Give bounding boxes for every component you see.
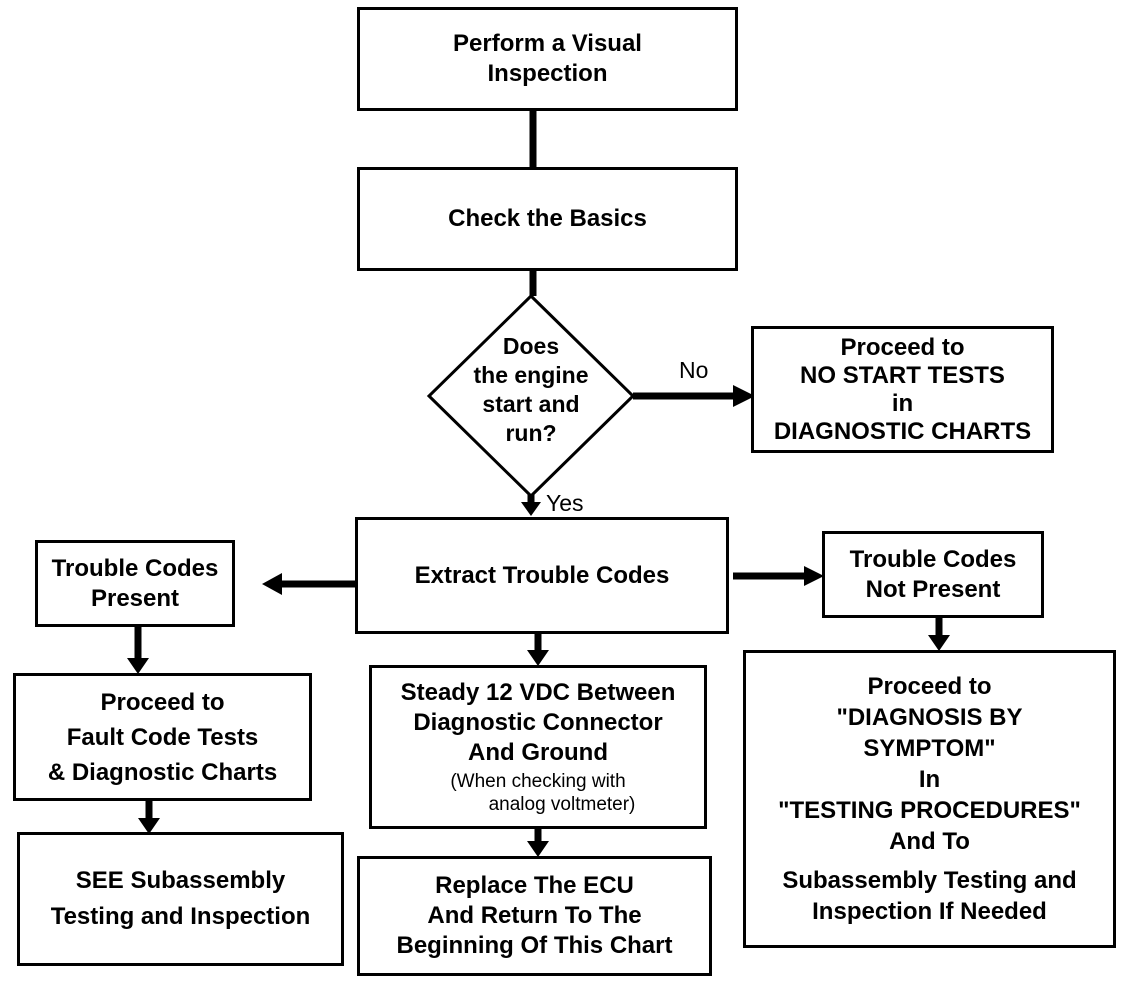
codes-not-present-line-1: Trouble Codes [849,545,1017,573]
codes-present-line-1: Trouble Codes [51,554,219,582]
symptom-line-8: Inspection If Needed [812,898,1047,925]
extract-codes-box: Extract Trouble Codes [355,517,729,634]
arrowhead-ecu [527,841,549,857]
check-basics-label: Check the Basics [448,205,647,232]
codes-present-box: Trouble Codes Present [35,540,235,627]
replace-ecu-box: Replace The ECU And Return To The Beginn… [357,856,712,976]
decision-line-4: run? [505,420,557,446]
steady-vdc-line-3: And Ground [468,739,608,766]
symptom-line-7: Subassembly Testing and [782,867,1077,894]
arrowhead-no [733,385,755,407]
arrowhead-subassembly [138,818,160,834]
fault-code-line-3: & Diagnostic Charts [47,758,278,786]
decision-text: Does the engine start and run? [451,332,611,448]
visual-inspection-box: Perform a Visual Inspection [357,7,738,111]
arrowhead-yes [521,502,541,516]
replace-ecu-line-2: And Return To The [427,902,642,929]
decision-line-3: start and [482,391,580,417]
see-subassembly-line-1: SEE Subassembly [75,867,286,894]
symptom-line-6: And To [889,828,970,855]
see-subassembly-box: SEE Subassembly Testing and Inspection [17,832,344,966]
diagnosis-by-symptom-box: Proceed to "DIAGNOSIS BY SYMPTOM" In "TE… [743,650,1116,948]
symptom-line-5: "TESTING PROCEDURES" [778,797,1081,824]
extract-codes-label: Extract Trouble Codes [414,561,670,589]
codes-not-present-line-2: Not Present [865,575,1001,603]
no-start-tests-box: Proceed to NO START TESTS in DIAGNOSTIC … [751,326,1054,453]
yes-label: Yes [546,490,584,516]
steady-vdc-line-1: Steady 12 VDC Between [400,679,676,706]
decision-diamond [426,293,636,499]
symptom-line-2: "DIAGNOSIS BY [836,704,1023,731]
symptom-line-1: Proceed to [867,673,992,700]
arrowhead-present [262,573,282,595]
no-start-line-4: DIAGNOSTIC CHARTS [773,417,1032,445]
steady-vdc-note-2: analog voltmeter) [488,794,636,815]
steady-vdc-line-2: Diagnostic Connector [413,709,663,736]
no-label: No [679,357,709,383]
no-start-line-2: NO START TESTS [800,361,1005,389]
steady-vdc-note-1: (When checking with [450,771,626,792]
arrowhead-not-present [804,566,824,586]
decision-line-1: Does [502,333,560,359]
visual-inspection-line-1: Perform a Visual [453,30,642,57]
arrowhead-fault [127,658,149,674]
codes-not-present-box: Trouble Codes Not Present [822,531,1044,618]
see-subassembly-line-2: Testing and Inspection [50,903,311,930]
fault-code-line-2: Fault Code Tests [66,723,259,751]
fault-code-line-1: Proceed to [100,688,225,716]
no-start-line-1: Proceed to [840,333,965,361]
replace-ecu-line-1: Replace The ECU [435,872,634,899]
check-basics-box: Check the Basics [357,167,738,271]
arrowhead-symptom [928,635,950,651]
decision-line-2: the engine [473,362,589,388]
replace-ecu-line-3: Beginning Of This Chart [396,932,673,959]
symptom-line-3: SYMPTOM" [863,735,996,762]
codes-present-line-2: Present [90,584,180,612]
fault-code-tests-box: Proceed to Fault Code Tests & Diagnostic… [13,673,312,801]
visual-inspection-line-2: Inspection [487,60,608,87]
symptom-line-4: In [918,766,941,793]
steady-vdc-box: Steady 12 VDC Between Diagnostic Connect… [369,665,707,829]
no-start-line-3: in [891,389,914,417]
arrowhead-vdc [527,650,549,666]
